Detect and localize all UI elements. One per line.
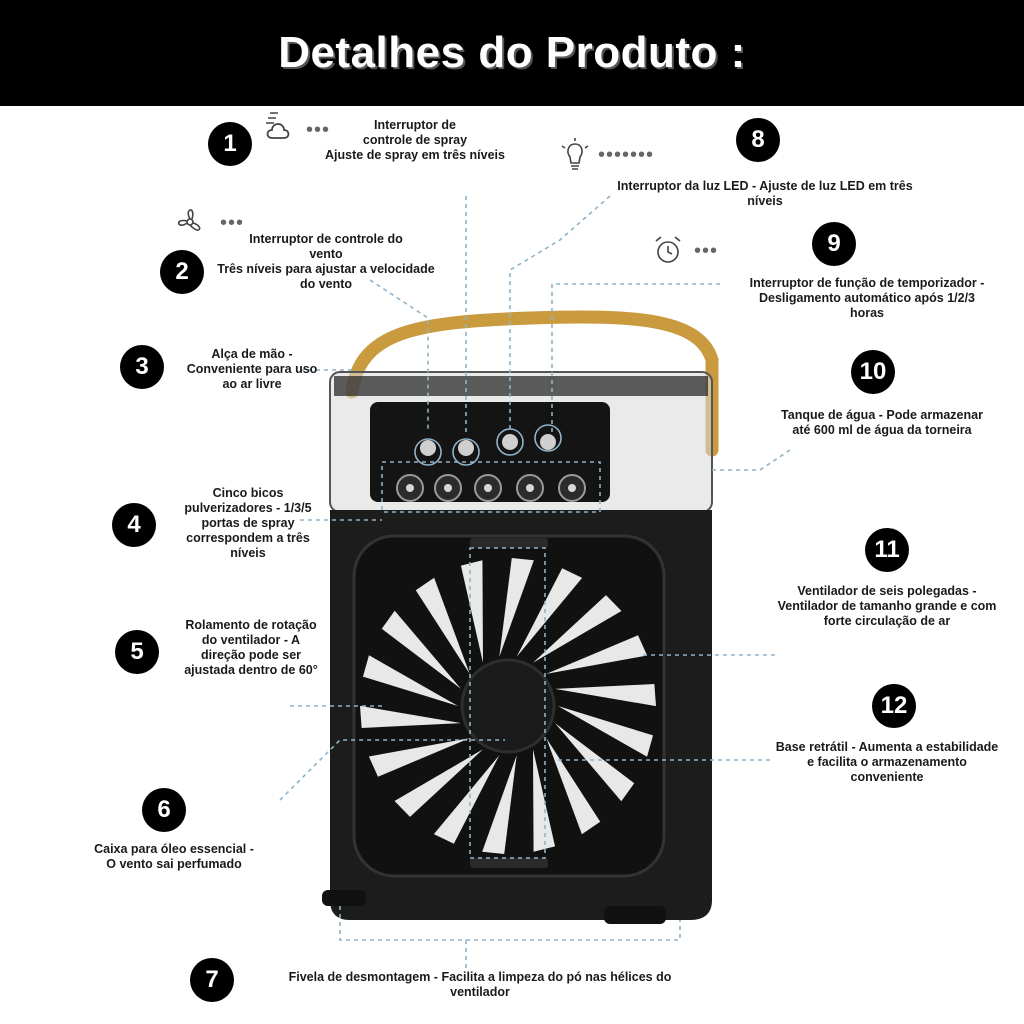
control-knob [502,434,518,450]
fan-blade [368,738,470,777]
fan-blade [362,655,458,706]
spray-nozzle-center [526,484,534,492]
alarm-clock-icon [655,236,681,263]
fan-blade [394,749,483,817]
badge-8: 8 [736,118,780,162]
fan-blade [554,684,656,707]
spray-nozzle-center [406,484,414,492]
feature-label-7: Fivela de desmontagem - Facilita a limpe… [288,970,672,999]
fan-blade [360,705,462,728]
dots-9: ••• [694,240,719,262]
callout-lines [279,195,791,968]
fan-blade [554,723,635,802]
fan-blade [482,755,517,854]
control-knob [540,434,556,450]
badge-7: 7 [190,958,234,1002]
control-knob [420,440,436,456]
fan-blade [499,558,534,657]
dots-2: ••• [220,212,245,234]
fan-blade [381,610,462,689]
spray-nozzle-center [484,484,492,492]
header-banner: Detalhes do Produto : [0,0,1024,106]
control-knob [458,440,474,456]
page-title: Detalhes do Produto : [278,28,746,77]
fan-blade [546,738,601,835]
badge-12: 12 [872,684,916,728]
callout-rings [414,424,562,466]
fan-blade [516,568,583,657]
control-panel [370,402,610,502]
fan-blades [360,558,656,854]
badge-10: 10 [851,350,895,394]
feature-label-11: Ventilador de seis polegadas -Ventilador… [777,584,997,628]
spray-nozzle-center [568,484,576,492]
badge-2: 2 [160,250,204,294]
fan-blade [415,577,470,674]
badge-9: 9 [812,222,856,266]
badge-4: 4 [112,503,156,547]
badge-5: 5 [115,630,159,674]
badge-1: 1 [208,122,252,166]
fan-blade [558,706,654,757]
spray-nozzle-center [444,484,452,492]
badge-3: 3 [120,345,164,389]
feature-label-9: Interruptor de função de temporizador -D… [749,276,985,320]
feature-label-8: Interruptor da luz LED - Ajuste de luz L… [617,179,913,208]
badge-11: 11 [865,528,909,572]
top-knobs [420,434,556,456]
feature-label-6: Caixa para óleo essencial -O vento sai p… [94,842,254,871]
fan-blade [533,595,622,663]
handle [345,310,719,457]
fan-blade [546,635,648,674]
fan-blade [460,560,483,663]
fan-icon [177,209,201,231]
fan-blade [433,755,500,844]
spray-nozzles [396,474,586,502]
badge-6: 6 [142,788,186,832]
fan-blade [533,749,556,852]
fan-hub [460,658,556,754]
spray-icon [266,112,290,139]
lightbulb-icon [561,138,589,170]
dots-8: ••••••• [598,144,655,166]
